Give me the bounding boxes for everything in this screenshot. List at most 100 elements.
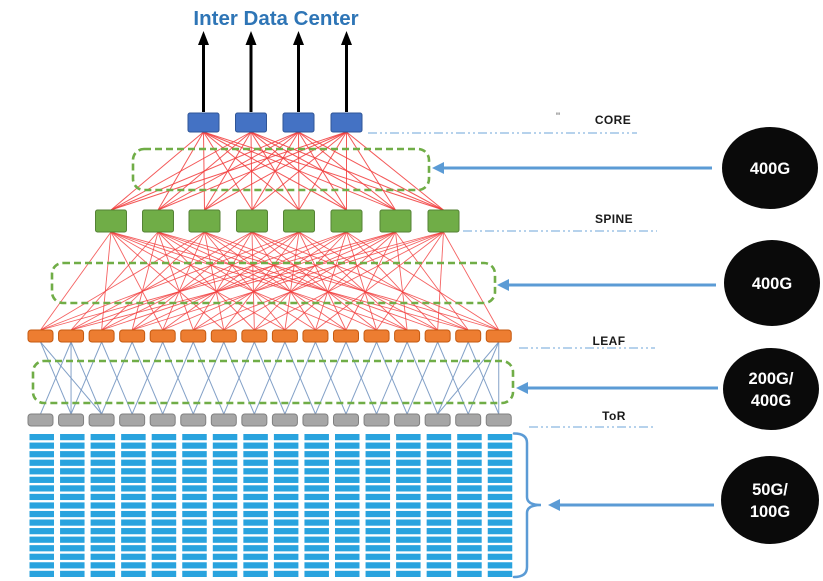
spine-leaf-link: [395, 231, 408, 331]
server-bar: [365, 476, 391, 483]
tor-switch: [363, 413, 390, 427]
server-bar: [365, 468, 391, 475]
server-bar: [121, 545, 146, 552]
server-block-bracket: [512, 432, 542, 579]
server-bar: [182, 476, 207, 483]
callout-arrow-leaf-tor: [516, 382, 718, 394]
server-bar: [457, 519, 482, 526]
leaf-switch: [58, 329, 85, 343]
leaf-tor-link: [162, 341, 194, 415]
server-bar: [487, 485, 513, 492]
server-bar: [90, 485, 116, 492]
server-bar: [487, 562, 513, 569]
spine-leaf-link: [131, 231, 253, 331]
speed-badge-core-spine: 400G: [722, 127, 818, 209]
tor-switch: [149, 413, 176, 427]
server-bar: [304, 442, 329, 449]
tor-switch: [119, 413, 146, 427]
spine-leaf-link: [131, 231, 159, 331]
server-bar: [457, 493, 482, 501]
server-bar: [273, 510, 299, 518]
server-bar: [151, 459, 177, 466]
spine-leaf-link: [346, 231, 377, 331]
server-bar: [335, 476, 360, 483]
server-bar: [304, 519, 329, 526]
diagram-title: Inter Data Center: [193, 7, 358, 30]
server-bar: [29, 553, 54, 560]
server-bar: [243, 562, 268, 569]
leaf-switch: [394, 329, 421, 343]
server-bar: [151, 528, 177, 535]
server-bar: [243, 528, 268, 535]
server-bar: [90, 468, 116, 475]
server-bar: [335, 553, 360, 560]
server-bar: [151, 562, 177, 569]
server-bar: [487, 553, 513, 560]
tor-switch: [241, 413, 268, 427]
server-bar: [273, 442, 299, 449]
spine-leaf-link: [192, 231, 253, 331]
server-bar: [212, 493, 238, 501]
server-bar: [273, 553, 299, 560]
spine-leaf-link: [157, 231, 499, 331]
server-bar: [243, 468, 268, 475]
server-bar: [487, 570, 513, 577]
server-bar: [487, 493, 513, 501]
server-bar: [60, 434, 85, 441]
server-bar: [457, 570, 482, 577]
core-spine-link: [110, 131, 347, 211]
server-bar: [273, 468, 299, 475]
server-bar: [457, 476, 482, 483]
server-bar: [457, 562, 482, 569]
core-spine-link: [157, 131, 347, 211]
server-bar: [60, 545, 85, 552]
server-bar: [182, 442, 207, 449]
spine-leaf-link: [443, 231, 500, 331]
leaf-switch: [180, 329, 207, 343]
server-bar: [151, 468, 177, 475]
spine-leaf-link: [298, 231, 347, 331]
server-bar: [273, 451, 299, 458]
server-bar: [151, 442, 177, 449]
server-bar: [304, 476, 329, 483]
server-bar: [365, 485, 391, 492]
server-bar: [60, 468, 85, 475]
spine-leaf-link: [70, 231, 444, 331]
server-bar: [182, 562, 207, 569]
server-bar: [273, 434, 299, 441]
spine-leaf-link: [110, 231, 408, 331]
server-bar: [212, 536, 238, 543]
server-bar: [335, 510, 360, 518]
server-bar: [60, 451, 85, 458]
server-bar: [212, 434, 238, 441]
server-bar: [121, 476, 146, 483]
server-bar: [90, 476, 116, 483]
server-bar: [212, 502, 238, 509]
server-bar: [335, 442, 360, 449]
server-bar: [335, 434, 360, 441]
server-bar: [182, 451, 207, 458]
server-bar: [335, 451, 360, 458]
zone-spine-leaf: [50, 261, 497, 305]
layer-label-spine: SPINE: [595, 212, 633, 226]
server-bar: [151, 476, 177, 483]
server-bar: [304, 468, 329, 475]
spine-leaf-link: [157, 231, 316, 331]
server-bar: [182, 570, 207, 577]
spine-leaf-link: [132, 231, 444, 331]
server-bar: [90, 502, 116, 509]
server-bar: [304, 536, 329, 543]
server-bar: [396, 528, 421, 535]
server-bar: [121, 442, 146, 449]
spine-leaf-link: [131, 231, 347, 331]
server-bar: [151, 553, 177, 560]
server-bar: [90, 510, 116, 518]
leaf-tor-link: [40, 341, 102, 415]
spine-switch: [379, 209, 412, 233]
leaf-tor-link: [131, 341, 164, 415]
spine-leaf-link: [395, 231, 469, 331]
server-bar: [121, 570, 146, 577]
server-bar: [273, 502, 299, 509]
server-bar: [487, 468, 513, 475]
server-bar: [335, 519, 360, 526]
